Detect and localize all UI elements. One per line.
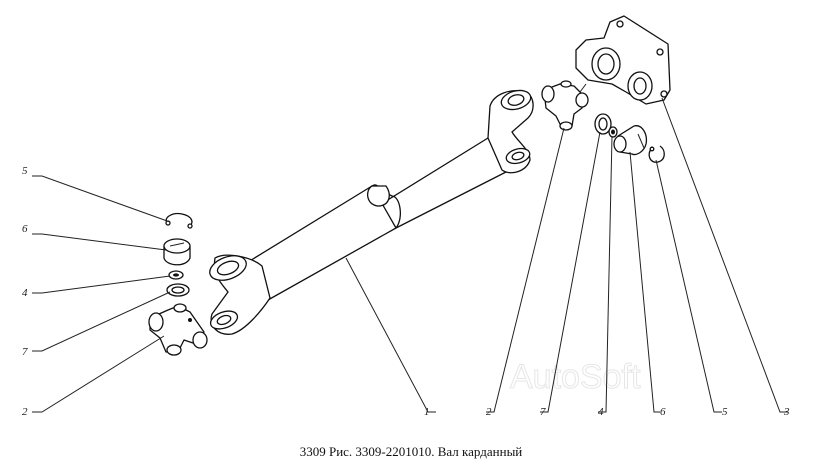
callout-left-2: 2 [22, 406, 28, 418]
left-seal-ring [166, 283, 190, 297]
leader-lines [32, 97, 788, 413]
callout-bottom-1: 1 [424, 406, 430, 418]
watermark: AutoSoft [510, 358, 641, 396]
left-circlip [165, 212, 193, 229]
propeller-shaft [209, 89, 534, 335]
callout-left-5: 5 [22, 165, 28, 177]
callout-labels: 5 6 4 7 2 1 2 7 4 6 5 3 [22, 165, 790, 418]
callout-bottom-4: 4 [598, 406, 604, 418]
right-seal-small [608, 126, 618, 138]
callout-bottom-3: 3 [783, 406, 790, 418]
callout-bottom-6: 6 [660, 406, 666, 418]
callout-bottom-5: 5 [722, 406, 728, 418]
figure-caption: 3309 Рис. 3309-2201010. Вал карданный [299, 444, 523, 459]
left-cross-spider [148, 303, 208, 356]
callout-bottom-2: 2 [486, 406, 492, 418]
left-bearing-cup [163, 238, 191, 266]
right-seal-ring [594, 113, 612, 135]
right-bearing-cup [613, 125, 648, 156]
callout-left-4: 4 [22, 287, 28, 299]
right-cross-spider [541, 80, 589, 131]
flange-yoke [575, 15, 671, 105]
callout-bottom-7: 7 [540, 406, 546, 418]
callout-left-6: 6 [22, 223, 28, 235]
callout-left-7: 7 [22, 346, 28, 358]
left-seal-small [168, 270, 184, 280]
right-circlip [648, 145, 665, 163]
